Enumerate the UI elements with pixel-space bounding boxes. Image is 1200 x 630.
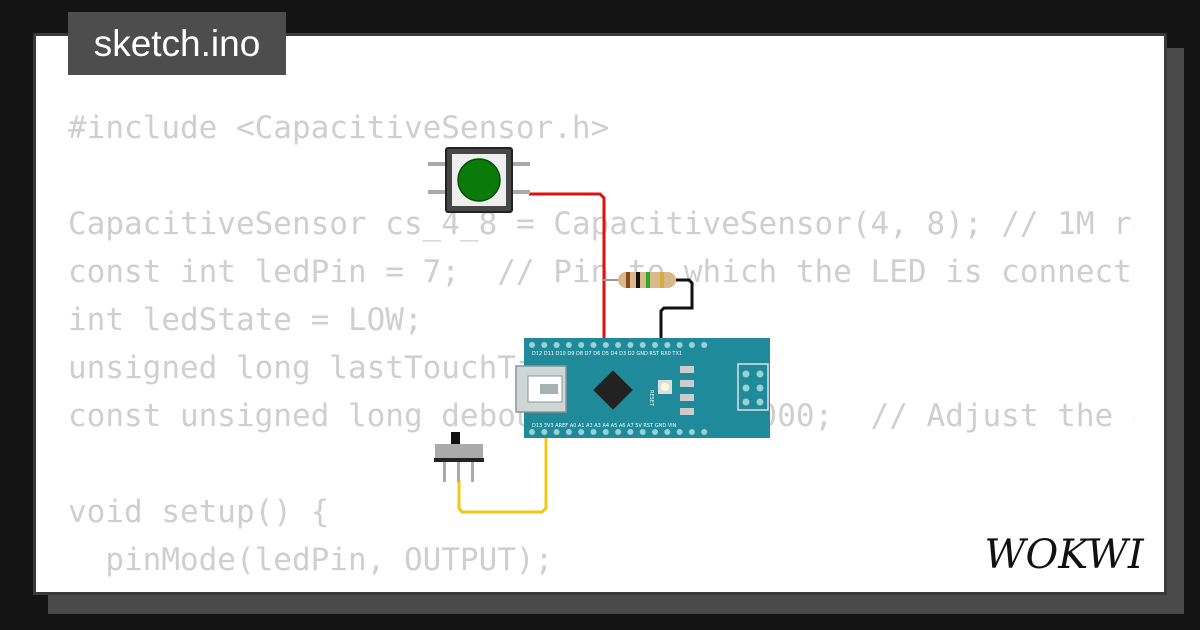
header-pin[interactable] — [676, 342, 683, 348]
header-pin[interactable] — [578, 342, 585, 348]
usb-connector — [515, 365, 567, 413]
header-pin[interactable] — [652, 429, 658, 435]
arduino-nano[interactable]: D12 D11 D10 D9 D8 D7 D6 D5 D4 D3 D2 GND … — [515, 338, 770, 438]
header-pin[interactable] — [529, 342, 535, 348]
status-leds — [680, 366, 694, 415]
black-wire[interactable] — [659, 278, 694, 346]
header-pin[interactable] — [565, 342, 572, 348]
header-pin[interactable] — [701, 429, 708, 435]
resistor[interactable] — [618, 272, 676, 288]
header-pin[interactable] — [627, 342, 634, 348]
header-pin[interactable] — [602, 429, 609, 435]
header-pin[interactable] — [664, 429, 671, 435]
wokwi-logo: WOKWI — [984, 532, 1144, 576]
editor-panel: #include <CapacitiveSensor.h> CapacitiveS… — [33, 33, 1167, 595]
pushbutton[interactable] — [428, 147, 530, 213]
header-pin[interactable] — [553, 429, 560, 435]
header-pin[interactable] — [664, 342, 671, 348]
header-pin[interactable] — [602, 342, 609, 348]
header-pin[interactable] — [553, 342, 560, 348]
code-line: #include <CapacitiveSensor.h> — [68, 110, 610, 146]
code-line: CapacitiveSensor cs_4_8 = CapacitiveSens… — [68, 206, 1134, 242]
header-pin[interactable] — [639, 342, 646, 348]
code-view: #include <CapacitiveSensor.h> CapacitiveS… — [68, 104, 1134, 592]
bottom-pin-labels: D13 3V3 AREF A0 A1 A2 A3 A4 A5 A6 A7 5V … — [532, 423, 677, 429]
header-pin[interactable] — [688, 429, 695, 435]
reset-label: RESET — [648, 390, 654, 407]
icsp-header — [737, 363, 769, 411]
header-pin[interactable] — [590, 429, 597, 435]
file-tab[interactable]: sketch.ino — [68, 12, 286, 75]
red-wire[interactable] — [529, 192, 606, 346]
header-pin[interactable] — [676, 429, 683, 435]
code-line: } — [68, 584, 1134, 592]
header-pin[interactable] — [652, 342, 658, 348]
header-pin[interactable] — [578, 429, 585, 435]
code-line: int ledState = LOW; — [68, 302, 423, 338]
code-line: const int ledPin = 7; // Pin to which th… — [68, 254, 1134, 290]
header-pin[interactable] — [701, 342, 708, 348]
top-header-pins — [529, 342, 708, 348]
top-pin-labels: D12 D11 D10 D9 D8 D7 D6 D5 D4 D3 D2 GND … — [532, 351, 682, 357]
header-pin[interactable] — [639, 429, 646, 435]
header-pin[interactable] — [688, 342, 695, 348]
code-line: pinMode(ledPin, OUTPUT); — [68, 542, 554, 578]
header-pin[interactable] — [590, 342, 597, 348]
header-pin[interactable] — [541, 429, 548, 435]
header-pin[interactable] — [529, 429, 535, 435]
yellow-wire[interactable] — [457, 432, 548, 514]
button-cap[interactable] — [457, 158, 501, 202]
code-line: void setup() { — [68, 494, 330, 530]
svg-text:WOKWI: WOKWI — [984, 532, 1144, 576]
header-pin[interactable] — [565, 429, 572, 435]
header-pin[interactable] — [615, 429, 622, 435]
header-pin[interactable] — [615, 342, 622, 348]
microcontroller-chip — [593, 370, 633, 410]
header-pin[interactable] — [627, 429, 634, 435]
bottom-header-pins — [529, 429, 708, 435]
slide-switch[interactable] — [434, 432, 484, 482]
header-pin[interactable] — [541, 342, 548, 348]
